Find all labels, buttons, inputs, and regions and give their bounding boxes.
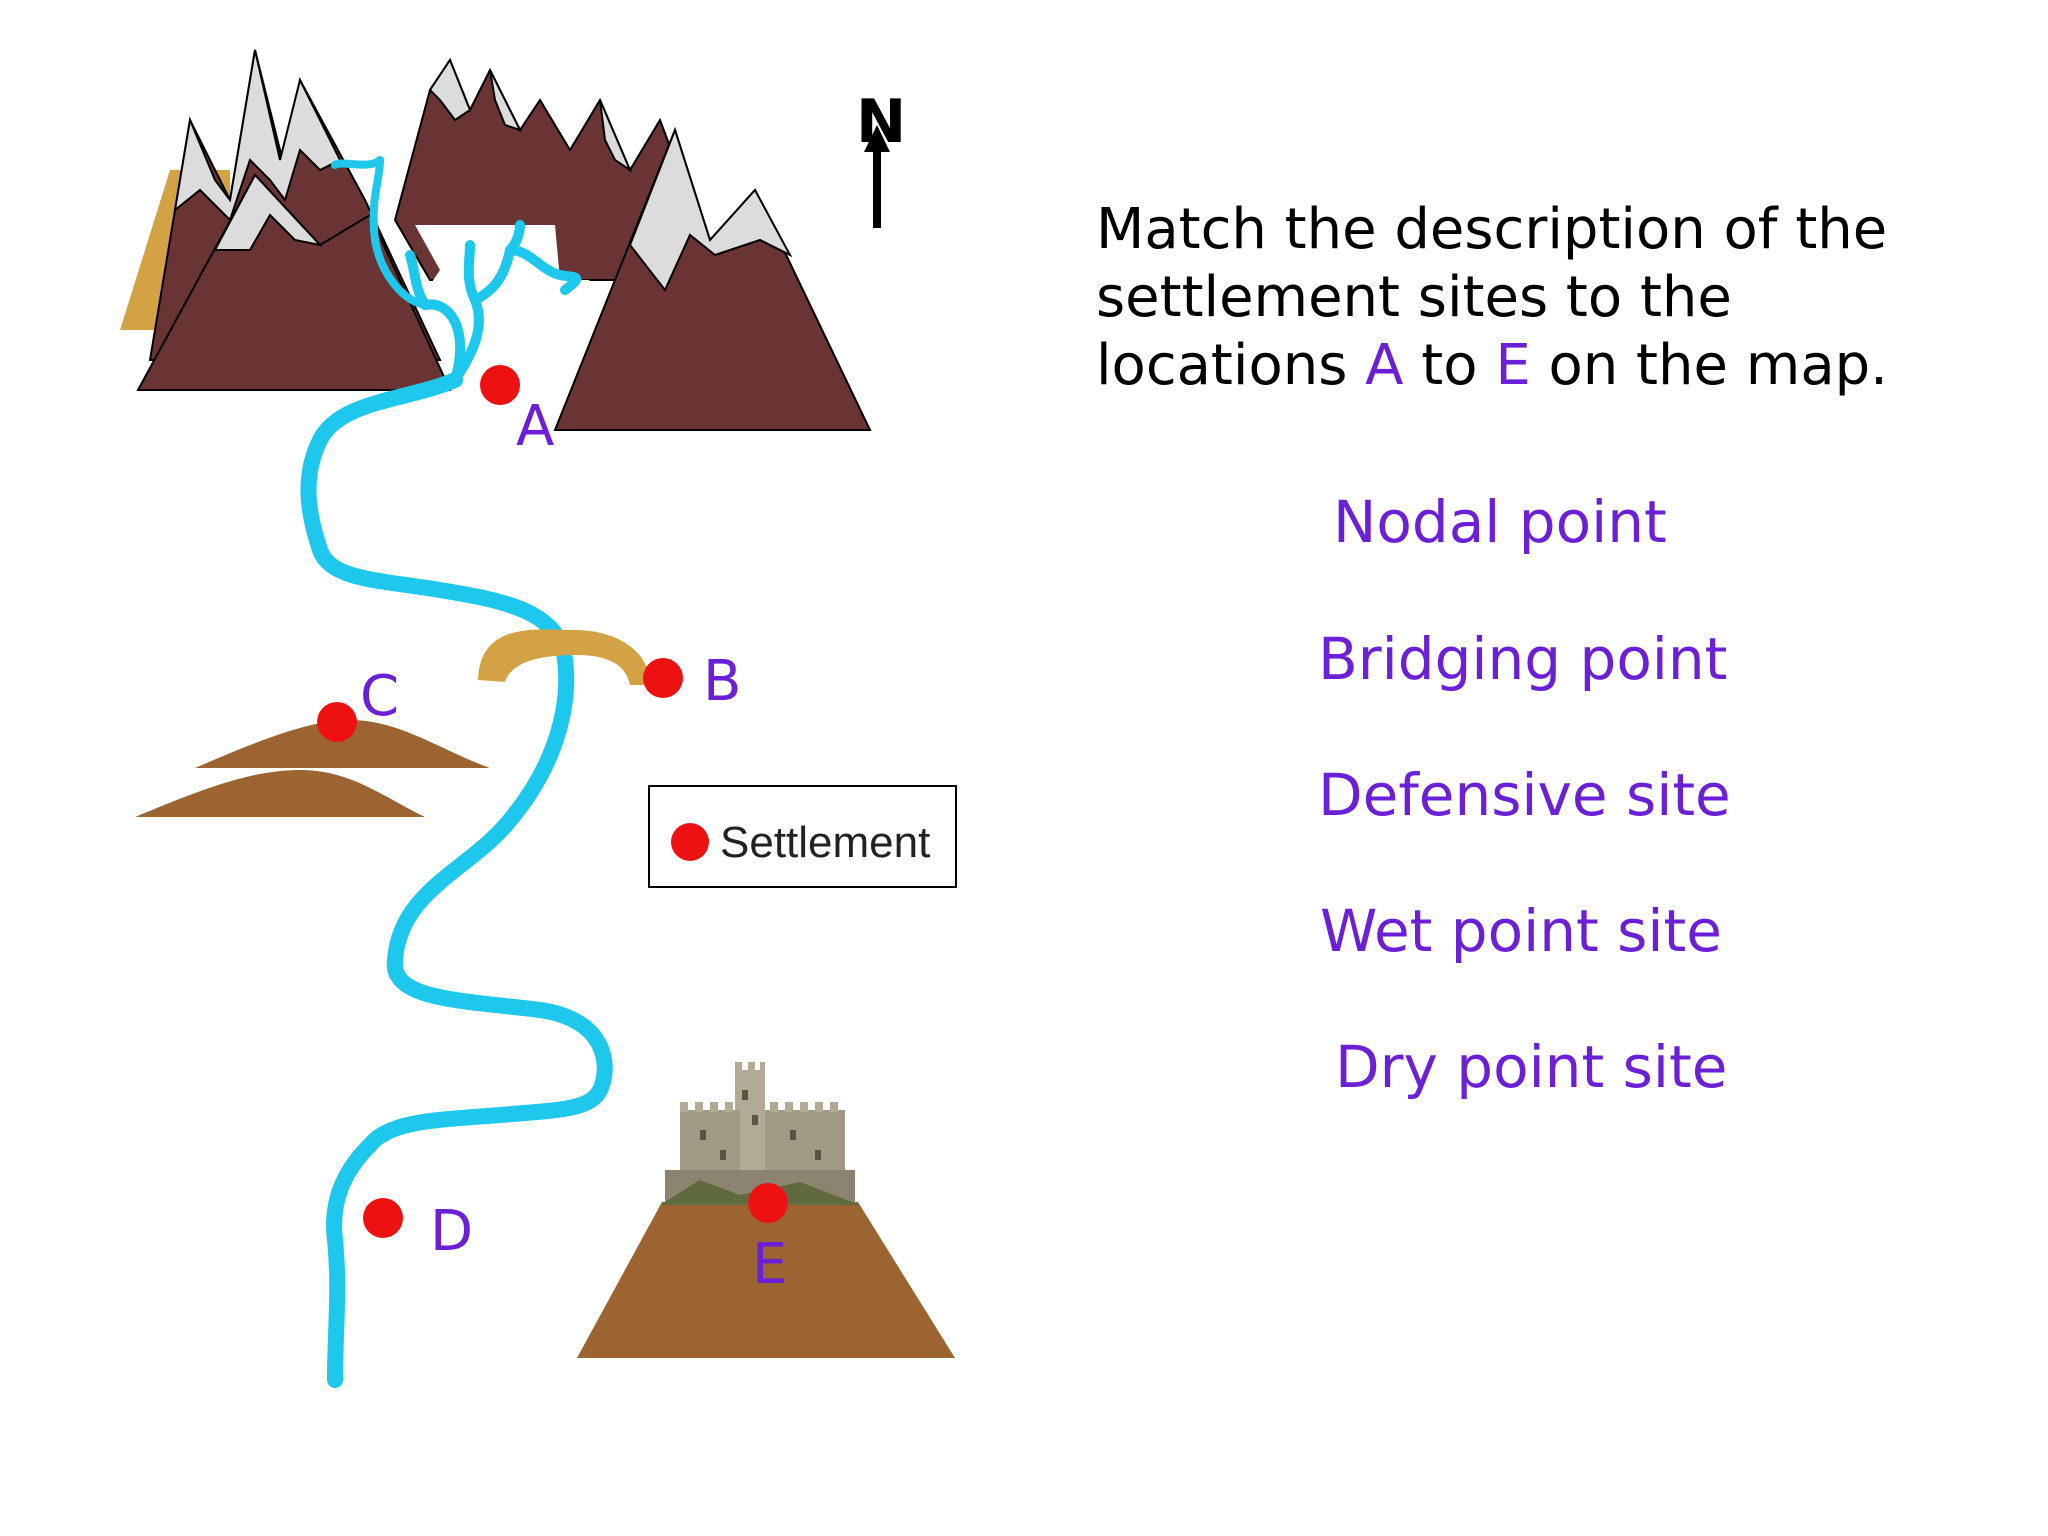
- legend-settlement-dot: [671, 823, 709, 861]
- settlement-dot-b: [643, 658, 683, 698]
- castle-battlements: [680, 1062, 838, 1112]
- river-tributary-5: [331, 156, 429, 309]
- bridge: [478, 629, 650, 685]
- point-label-e: E: [752, 1232, 787, 1297]
- site-type-nodal-point[interactable]: Nodal point: [1333, 488, 1667, 556]
- river-tributary-4: [505, 245, 582, 295]
- snow-left-far: [173, 49, 342, 222]
- settlement-dot-c: [317, 702, 357, 742]
- site-type-dry-point-site[interactable]: Dry point site: [1335, 1033, 1728, 1101]
- point-label-b: B: [703, 649, 741, 714]
- settlement-dot-d: [363, 1198, 403, 1238]
- site-type-wet-point-site[interactable]: Wet point site: [1320, 897, 1722, 965]
- river-main: [300, 372, 613, 1388]
- instructions-line-3-pre: locations: [1096, 333, 1366, 398]
- legend-label: Settlement: [720, 818, 930, 867]
- north-arrow-head: [864, 125, 890, 152]
- snow-center-3: [599, 99, 633, 173]
- instructions-line-3-mid: to: [1403, 333, 1496, 398]
- settlement-dot-e: [748, 1183, 788, 1223]
- settlement-dots: [317, 365, 788, 1238]
- north-arrow: N: [856, 87, 906, 228]
- castle-windows: [700, 1090, 821, 1160]
- snow-center: [428, 57, 472, 122]
- valley-gap-2: [480, 280, 585, 380]
- instructions: Match the description of the settlement …: [1096, 196, 1996, 400]
- hill-front: [135, 770, 425, 817]
- river: [300, 156, 613, 1388]
- legend: Settlement: [648, 785, 957, 888]
- instructions-line-3: locations A to E on the map.: [1096, 332, 1996, 400]
- snow-center-2: [489, 69, 522, 132]
- snow-right: [628, 127, 793, 292]
- site-type-defensive-site[interactable]: Defensive site: [1318, 761, 1731, 829]
- hills-c: [135, 720, 490, 817]
- settlement-dot-a: [480, 365, 520, 405]
- plateau-e: [577, 1202, 955, 1358]
- instructions-line-1: Match the description of the: [1096, 197, 1888, 262]
- point-label-c: C: [360, 664, 399, 729]
- instructions-letter-e: E: [1495, 333, 1531, 398]
- site-type-bridging-point[interactable]: Bridging point: [1318, 625, 1728, 693]
- snow-left-front: [213, 173, 323, 251]
- north-label: N: [856, 87, 906, 157]
- instructions-letter-a: A: [1365, 333, 1404, 398]
- hill-back: [195, 720, 490, 768]
- castle-image: [660, 1062, 860, 1205]
- instructions-line-2: settlement sites to the: [1096, 265, 1732, 330]
- point-label-a: A: [516, 394, 554, 459]
- point-label-d: D: [430, 1199, 473, 1264]
- instructions-line-3-post: on the map.: [1530, 333, 1888, 398]
